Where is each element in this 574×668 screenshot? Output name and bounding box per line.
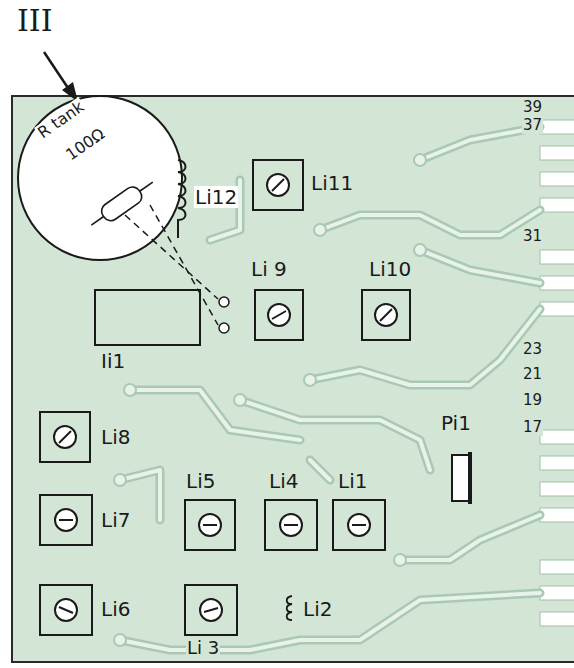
pin-number: 19 (522, 392, 543, 409)
pin-number: 23 (522, 341, 543, 358)
trimmer-label: Li5 (185, 470, 216, 492)
inset-marker: III (16, 4, 54, 37)
coil-label: Li12 (194, 186, 238, 208)
pin-number: 37 (522, 117, 543, 134)
trimmer-label: Li 3 (186, 638, 220, 658)
component-label: Pi1 (440, 412, 472, 434)
trimmer-label: Li1 (337, 470, 368, 492)
trimmer-label: Li4 (268, 470, 299, 492)
trimmer-label: Li8 (100, 426, 131, 448)
pin-number: 31 (522, 228, 543, 245)
coil-label: Li2 (302, 598, 333, 620)
trimmer-label: Li 9 (250, 258, 288, 280)
trimmer-label: Li11 (310, 172, 354, 194)
trimmer-label: Li10 (368, 258, 412, 280)
trimmer-label: Li7 (100, 509, 131, 531)
ic-label: Ii1 (100, 350, 126, 372)
pin-number: 39 (522, 99, 543, 116)
trimmer-label: Li6 (100, 598, 131, 620)
pin-number: 17 (522, 419, 543, 436)
pin-number: 21 (522, 366, 543, 383)
